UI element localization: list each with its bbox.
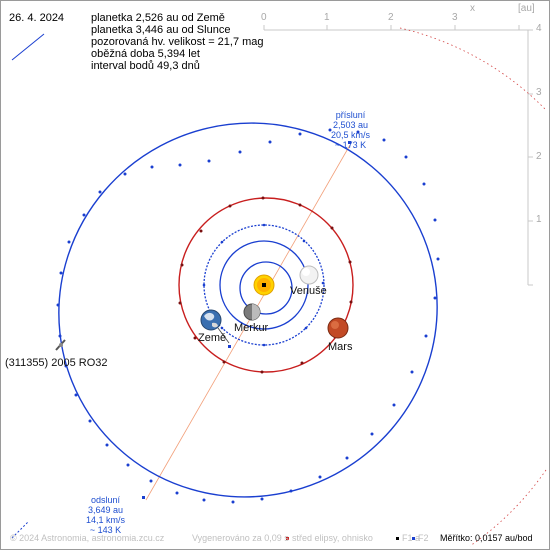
venus-orbit bbox=[219, 240, 309, 330]
perihelion-temperature: ~ 173 K bbox=[334, 140, 367, 150]
x-tick-0: 0 bbox=[261, 12, 267, 23]
mars-icon bbox=[327, 317, 349, 339]
magnitude: pozorovaná hv. velikost = 21,7 mag bbox=[91, 36, 264, 48]
outer-planet-orbit-lower bbox=[469, 469, 547, 547]
legend-f2-mark bbox=[412, 537, 415, 540]
earth-to-asteroid-line bbox=[217, 327, 230, 344]
mercury-orbit bbox=[239, 261, 293, 315]
perihelion-annotation: přísluní 2,503 au 20,5 km/s ~ 173 K bbox=[331, 110, 370, 150]
axes bbox=[263, 25, 533, 286]
legend-center-mark bbox=[286, 537, 289, 540]
mars-label: Mars bbox=[328, 341, 353, 353]
sun-distance: planetka 3,446 au od Slunce bbox=[91, 24, 231, 36]
mercury-icon bbox=[243, 303, 261, 321]
perihelion-title: přísluní bbox=[335, 110, 366, 120]
perihelion-distance: 2,503 au bbox=[332, 120, 369, 130]
asteroid-orbit-points bbox=[56, 128, 440, 504]
aphelion-marker bbox=[142, 496, 145, 499]
apsides-line bbox=[145, 144, 351, 501]
mars-orbit bbox=[178, 197, 354, 373]
x-tick-3: 3 bbox=[452, 12, 458, 23]
copyright: © 2024 Astronomia, astronomia.zcu.cz bbox=[10, 533, 165, 543]
asteroid-orbit bbox=[58, 122, 438, 498]
y-tick-4: 4 bbox=[536, 23, 542, 34]
perihelion-speed: 20,5 km/s bbox=[331, 130, 371, 140]
axis-unit: [au] bbox=[518, 3, 535, 14]
orbit-legend-stroke bbox=[11, 33, 45, 61]
aphelion-distance: 3,649 au bbox=[87, 505, 124, 515]
earth-icon bbox=[200, 309, 222, 331]
y-tick-2: 2 bbox=[536, 151, 542, 162]
earth-label: Země bbox=[198, 332, 227, 344]
venus-label: Venuše bbox=[290, 285, 327, 297]
earth-orbit-points bbox=[202, 223, 325, 347]
aphelion-speed: 14,1 km/s bbox=[86, 515, 126, 525]
x-tick-1: 1 bbox=[324, 12, 330, 23]
venus-icon bbox=[299, 265, 319, 285]
asteroid-icon bbox=[55, 339, 66, 351]
scale: Měřítko: 0,0157 au/bod bbox=[440, 533, 533, 543]
aphelion-annotation: odsluní 3,649 au 14,1 km/s ~ 143 K bbox=[86, 495, 125, 535]
orbital-period: oběžná doba 5,394 let bbox=[91, 48, 200, 60]
y-tick-1: 1 bbox=[536, 214, 542, 225]
mercury-label: Merkur bbox=[234, 322, 269, 334]
earth-projection-point bbox=[228, 345, 231, 348]
perihelion-marker bbox=[348, 141, 351, 144]
legend-center: střed elipsy, ohnisko bbox=[292, 533, 373, 543]
outer-planet-orbit bbox=[399, 27, 547, 111]
observation-date: 26. 4. 2024 bbox=[9, 12, 65, 24]
legend-f2: F2 bbox=[418, 533, 429, 543]
point-interval: interval bodů 49,3 dnů bbox=[91, 60, 200, 72]
x-tick-2: 2 bbox=[388, 12, 394, 23]
earth-distance: planetka 2,526 au od Země bbox=[91, 12, 225, 24]
earth-orbit bbox=[203, 224, 325, 346]
y-tick-3: 3 bbox=[536, 87, 542, 98]
aphelion-temperature: ~ 143 K bbox=[89, 525, 122, 535]
sun-icon bbox=[253, 274, 275, 296]
legend-f1-mark bbox=[396, 537, 399, 540]
generation-time: Vygenerováno za 0,09 s bbox=[192, 533, 289, 543]
x-axis-label: x bbox=[470, 3, 475, 14]
info-panel: planetka 2,526 au od Země planetka 3,446… bbox=[91, 12, 264, 72]
asteroid-label: (311355) 2005 RO32 bbox=[5, 357, 108, 369]
aphelion-title: odsluní bbox=[90, 495, 121, 505]
legend-f1: F1 a bbox=[402, 533, 421, 543]
